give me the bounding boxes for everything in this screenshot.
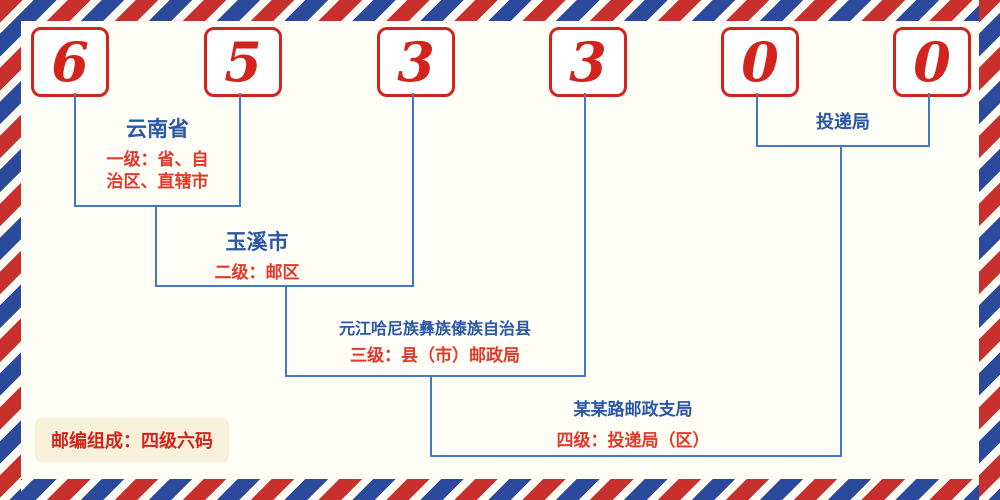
airmail-stripe-left <box>0 0 21 500</box>
level2-desc: 二级：邮区 <box>214 263 300 283</box>
composition-label: 邮编组成：四级六码 <box>35 418 229 462</box>
airmail-stripe-right <box>979 0 1000 500</box>
connector-level3-left <box>285 285 287 375</box>
connector-level2-left <box>155 205 157 285</box>
level4-desc: 四级：投递局（区） <box>556 431 710 451</box>
connector-level2-right <box>412 93 414 285</box>
postal-digit-box-6: 0 <box>893 27 971 97</box>
level1-desc-line2: 治区、直辖市 <box>106 172 209 192</box>
connector-level3-bottom <box>285 375 586 377</box>
connector-level2-bottom <box>155 285 414 287</box>
level4-name: 某某路邮政支局 <box>573 400 693 420</box>
connector-delivery-bottom <box>756 145 930 147</box>
delivery-name: 投递局 <box>816 112 870 133</box>
connector-delivery-right <box>928 93 930 145</box>
level3-desc: 三级：县（市）邮政局 <box>350 346 520 366</box>
connector-delivery-left <box>756 93 758 145</box>
level3-name: 元江哈尼族彝族傣族自治县 <box>338 319 531 338</box>
postal-digit-box-3: 3 <box>377 27 455 97</box>
postal-digit-box-2: 5 <box>204 27 282 97</box>
connector-level4-left <box>430 375 432 455</box>
airmail-stripe-top <box>0 0 1000 21</box>
level1-desc-line1: 一级：省、自 <box>106 150 209 170</box>
connector-level1-bottom <box>74 205 241 207</box>
airmail-stripe-bottom <box>0 479 1000 500</box>
connector-level1-right <box>239 93 241 205</box>
level1-name: 云南省 <box>126 117 189 141</box>
postal-digit-box-1: 6 <box>31 27 109 97</box>
connector-level4-bottom <box>430 455 842 457</box>
postal-digit-box-4: 3 <box>549 27 627 97</box>
connector-level4-right <box>840 145 842 457</box>
connector-level3-right <box>584 93 586 375</box>
level2-name: 玉溪市 <box>225 230 289 254</box>
postal-digit-box-5: 0 <box>721 27 799 97</box>
connector-level1-left <box>74 93 76 205</box>
